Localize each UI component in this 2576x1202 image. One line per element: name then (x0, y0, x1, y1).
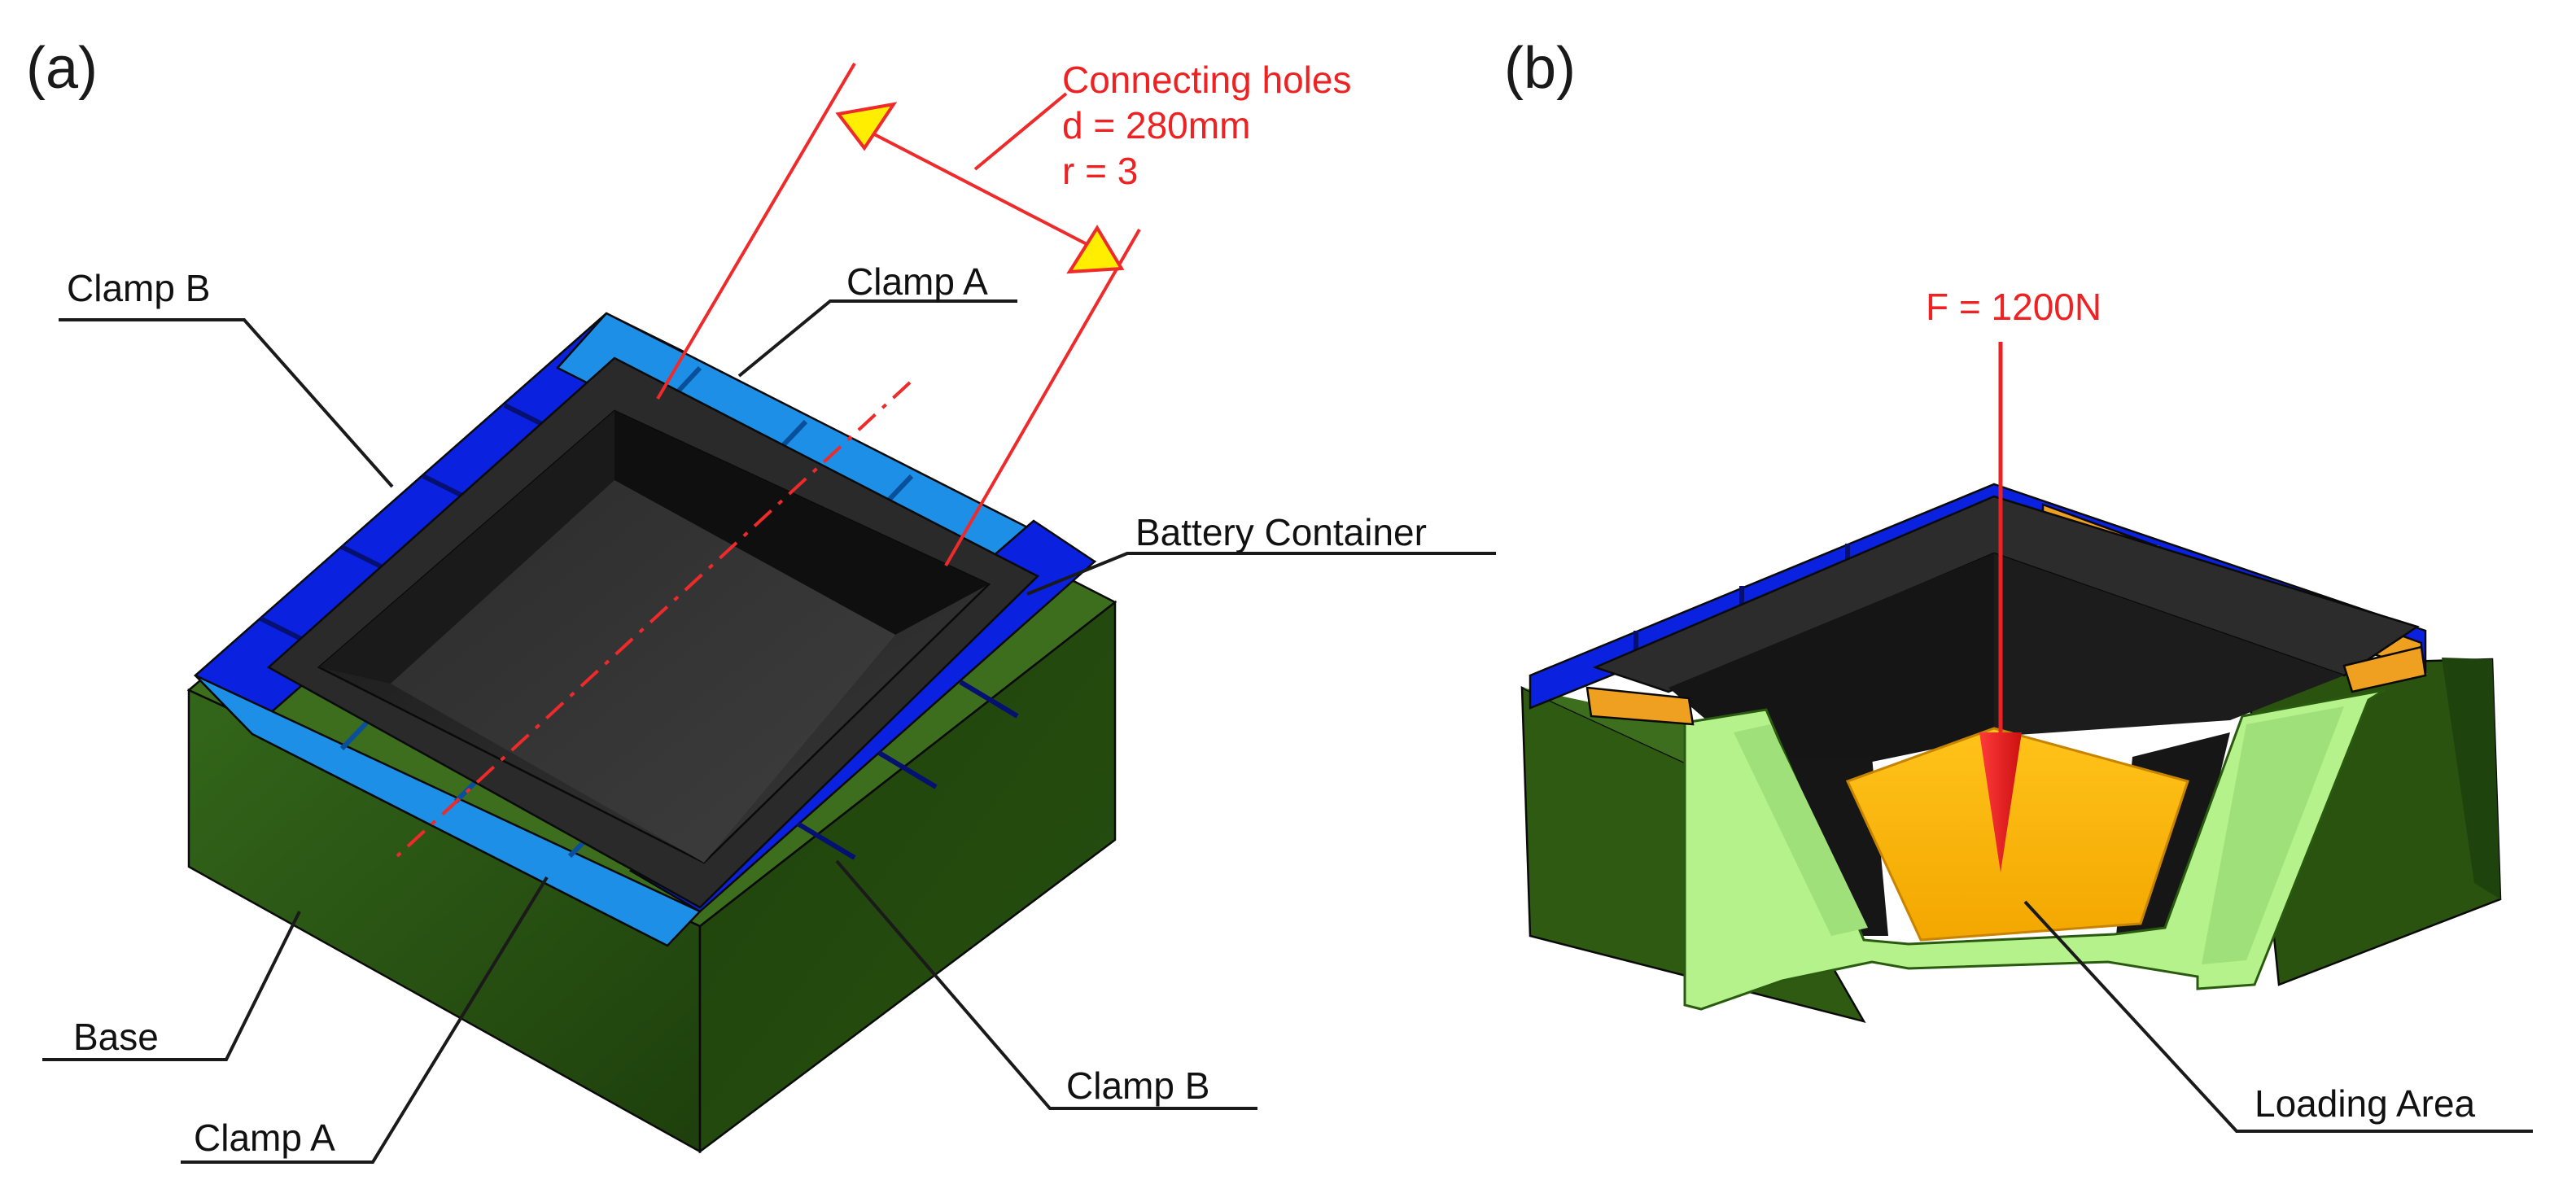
labels-a: Clamp B Clamp A Battery Container Base C… (42, 260, 1496, 1164)
battery-container-a (266, 356, 1040, 909)
panel-a-letter: (a) (26, 36, 98, 101)
label-base: Base (73, 1016, 159, 1058)
annotation-leader (973, 92, 1068, 171)
hole-line-2 (944, 229, 1141, 566)
label-clamp-a-top: Clamp A (846, 260, 988, 303)
label-clamp-a-bottom: Clamp A (194, 1117, 335, 1159)
dimension-arrowhead-2 (1066, 225, 1125, 274)
loading-area-surface (1845, 727, 2189, 942)
dimension-line (850, 120, 1116, 260)
label-loading-area: Loading Area (2255, 1082, 2476, 1125)
panel-b-letter: (b) (1504, 36, 1576, 101)
force-annotation: F = 1200N (1926, 286, 2101, 872)
label-battery-container: Battery Container (1135, 511, 1427, 553)
label-force: F = 1200N (1926, 286, 2101, 328)
annotation-line-1: Connecting holes (1062, 59, 1351, 101)
annotation-line-3: r = 3 (1062, 150, 1138, 192)
center-axis-line (396, 381, 912, 858)
label-clamp-b-top: Clamp B (67, 267, 210, 309)
labels-b: Loading Area (2023, 900, 2533, 1133)
annotation-line-2: d = 280mm (1062, 104, 1250, 146)
connecting-holes-annotation: Connecting holes d = 280mm r = 3 (396, 59, 1351, 858)
force-arrowhead (1979, 732, 2022, 872)
hole-line-1 (656, 62, 856, 400)
label-clamp-b-bottom: Clamp B (1066, 1064, 1209, 1107)
dimension-arrowhead-1 (835, 102, 898, 151)
section-view-b (1520, 483, 2502, 1023)
